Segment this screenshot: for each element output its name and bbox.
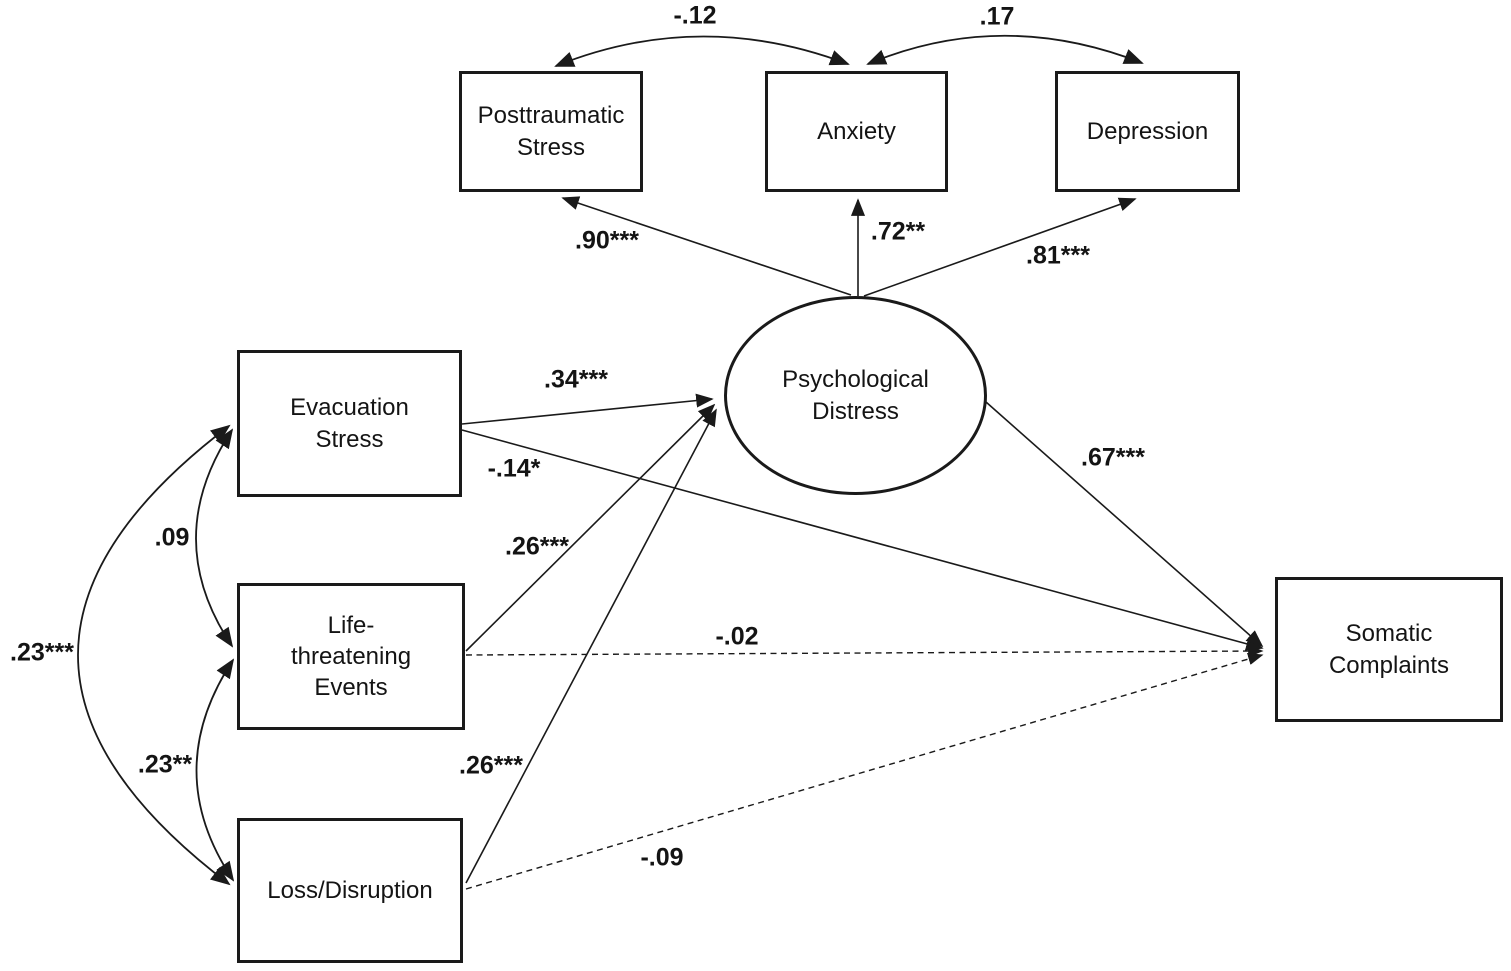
- coef-loading-anxiety: .72**: [870, 217, 926, 246]
- box-loss-disruption-label: Loss/Disruption: [267, 876, 433, 904]
- box-anxiety-label: Anxiety: [817, 117, 896, 145]
- path-distress-to-depression: [863, 197, 1137, 297]
- coef-life-somatic: -.02: [715, 622, 759, 651]
- path-evacuation-to-distress: [461, 393, 714, 425]
- box-depression-label: Depression: [1086, 117, 1209, 145]
- curve-evacuation-loss: [77, 424, 231, 886]
- box-life-threatening-events: Life-threatening Events: [237, 583, 465, 730]
- ellipse-psychological-distress-label: Psychological Distress: [782, 366, 929, 425]
- box-evacuation-stress-label: Evacuation Stress: [290, 394, 409, 453]
- box-posttraumatic-stress: Posttraumatic Stress: [459, 71, 643, 192]
- coef-anxiety-depression: .17: [979, 2, 1015, 31]
- curve-evacuation-life: [195, 428, 234, 648]
- coef-life-loss: .23**: [137, 750, 193, 779]
- curve-life-loss: [195, 658, 235, 882]
- path-distress-to-somatic: [985, 401, 1264, 648]
- coef-posttraumatic-anxiety: -.12: [673, 1, 717, 30]
- box-loss-disruption: Loss/Disruption: [237, 818, 463, 963]
- box-evacuation-stress: Evacuation Stress: [237, 350, 462, 497]
- ellipse-psychological-distress: Psychological Distress: [724, 296, 987, 495]
- box-somatic-complaints: Somatic Complaints: [1275, 577, 1503, 722]
- path-life-to-distress: [465, 403, 716, 652]
- box-anxiety: Anxiety: [765, 71, 948, 192]
- coef-distress-somatic: .67***: [1081, 443, 1145, 472]
- curve-anxiety-depression: [866, 34, 1144, 65]
- box-posttraumatic-stress-label: Posttraumatic Stress: [477, 102, 625, 161]
- coef-loading-depression: .81***: [1026, 241, 1090, 270]
- path-distress-to-posttraumatic: [561, 196, 852, 296]
- coef-evacuation-somatic: -.14*: [487, 454, 541, 483]
- coef-loss-somatic: -.09: [640, 843, 684, 872]
- coef-evacuation-distress: .34***: [544, 365, 608, 394]
- coef-life-distress: .26***: [505, 532, 569, 561]
- coef-evacuation-life: .09: [154, 523, 190, 552]
- coef-evacuation-loss: .23***: [10, 638, 74, 667]
- curve-posttraumatic-anxiety: [554, 35, 850, 67]
- box-depression: Depression: [1055, 71, 1240, 192]
- box-life-threatening-events-label: Life-threatening Events: [290, 611, 412, 702]
- path-evacuation-to-somatic: [461, 429, 1264, 651]
- box-somatic-complaints-label: Somatic Complaints: [1328, 620, 1450, 679]
- path-loss-to-somatic-dashed: [465, 652, 1264, 890]
- coef-loss-distress: .26***: [459, 751, 523, 780]
- path-loss-to-distress: [465, 408, 717, 884]
- path-life-to-somatic-dashed: [465, 644, 1264, 658]
- coef-loading-posttraumatic: .90***: [575, 226, 639, 255]
